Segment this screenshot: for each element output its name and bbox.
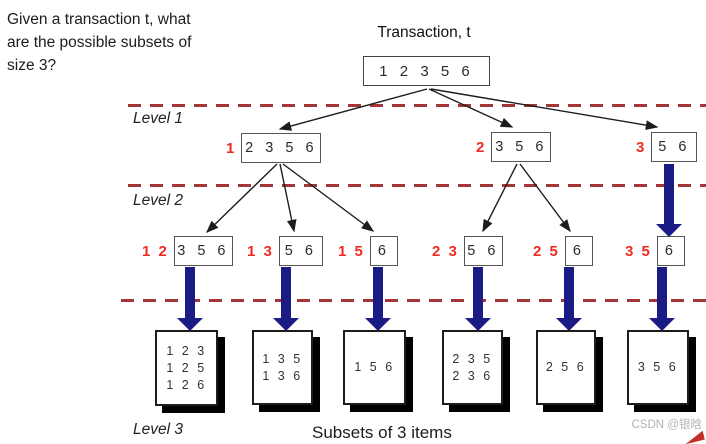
subset-line: 1 5 6 (354, 360, 395, 374)
node-prefix: 3 (636, 138, 647, 156)
level1-label: Level 1 (133, 110, 183, 127)
node-box: 6 (656, 236, 685, 266)
subset-line: 1 2 6 (166, 377, 207, 392)
tree-node-level2-4: 2 3 5 6 (432, 236, 503, 266)
subset-line: 2 5 6 (545, 360, 587, 374)
subset-line: 2 3 5 (452, 351, 493, 366)
watermark-text: CSDN @银晗 (631, 419, 702, 431)
node-prefix: 1 2 (142, 242, 169, 260)
subset-box-6: 3 5 6 (627, 330, 689, 405)
node-prefix: 2 (476, 138, 487, 156)
question-line-3: size 3? (7, 57, 57, 74)
level1-separator-line (128, 104, 706, 107)
tree-node-level2-6: 3 5 6 (625, 236, 685, 266)
level2-separator-line (128, 184, 706, 187)
subset-box-5: 2 5 6 (536, 330, 596, 405)
transaction-box: 1 2 3 5 6 (363, 56, 490, 86)
subset-line: 3 5 6 (637, 360, 679, 374)
node-box: 5 6 (651, 132, 698, 162)
node-box: 6 (369, 236, 398, 266)
subset-line: 1 2 5 (166, 360, 207, 375)
node-box: 3 5 6 (491, 132, 552, 162)
tree-node-level2-2: 1 3 5 6 (247, 236, 323, 266)
tree-node-level1-1: 1 2 3 5 6 (226, 133, 322, 163)
node-prefix: 1 3 (247, 242, 274, 260)
subset-line: 1 3 5 (262, 351, 303, 366)
node-prefix: 3 5 (625, 242, 652, 260)
level3-separator-line (121, 299, 706, 302)
subset-box-2: 1 3 5 1 3 6 (252, 330, 313, 405)
tree-node-level2-1: 1 2 3 5 6 (142, 236, 233, 266)
tree-node-level2-3: 1 5 6 (338, 236, 398, 266)
transaction-label: Transaction, t (377, 24, 471, 41)
subset-box-1: 1 2 3 1 2 5 1 2 6 (155, 330, 218, 406)
node-box: 5 6 (278, 236, 323, 266)
node-box: 6 (564, 236, 593, 266)
red-swoosh-icon (683, 430, 705, 444)
subset-box-3: 1 5 6 (343, 330, 406, 405)
node-box: 3 5 6 (173, 236, 233, 266)
node-prefix: 2 5 (533, 242, 560, 260)
node-prefix: 1 (226, 139, 237, 157)
question-line-1: Given a transaction t, what (7, 11, 191, 28)
question-line-2: are the possible subsets of (7, 34, 192, 51)
tree-node-level1-3: 3 5 6 (636, 132, 698, 162)
node-prefix: 1 5 (338, 242, 365, 260)
level3-label: Level 3 (133, 421, 183, 438)
subset-line: 2 3 6 (452, 368, 493, 383)
tree-node-level2-5: 2 5 6 (533, 236, 593, 266)
question-text: Given a transaction t, what are the poss… (7, 8, 267, 77)
node-box: 2 3 5 6 (241, 133, 322, 163)
subset-box-4: 2 3 5 2 3 6 (442, 330, 503, 405)
subset-line: 1 2 3 (166, 343, 207, 358)
level2-label: Level 2 (133, 192, 183, 209)
node-prefix: 2 3 (432, 242, 459, 260)
tree-node-level1-2: 2 3 5 6 (476, 132, 552, 162)
subset-line: 1 3 6 (262, 368, 303, 383)
node-box: 5 6 (463, 236, 503, 266)
subsets-caption: Subsets of 3 items (312, 423, 452, 442)
